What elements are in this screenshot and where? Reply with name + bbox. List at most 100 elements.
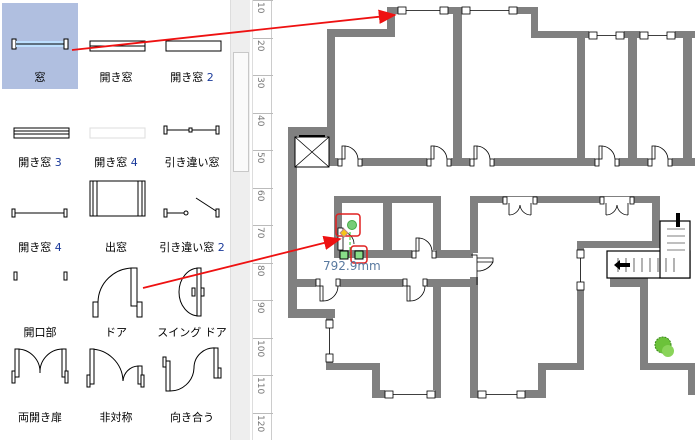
door-swing[interactable] — [477, 146, 490, 159]
door-jamb[interactable] — [533, 197, 537, 204]
door-jamb[interactable] — [316, 279, 320, 286]
double-door[interactable] — [606, 203, 628, 215]
window-frame[interactable] — [577, 282, 584, 290]
window-frame[interactable] — [427, 391, 435, 398]
palette-item-opposing-doors[interactable]: 向き合う — [154, 343, 230, 429]
window-frame[interactable] — [326, 320, 333, 328]
door-jamb[interactable] — [503, 197, 507, 204]
window-frame[interactable] — [667, 32, 675, 39]
swing-door-icon — [178, 267, 205, 317]
door-gap[interactable] — [412, 250, 436, 260]
door-jamb[interactable] — [336, 279, 340, 286]
door-leaf[interactable] — [407, 286, 410, 301]
palette-item-asymmetric-door[interactable]: 非対称 — [78, 343, 154, 429]
double-door[interactable] — [509, 203, 531, 215]
window-frame[interactable] — [616, 32, 624, 39]
elevator-door[interactable] — [299, 135, 325, 137]
palette-item-casement-window-4b[interactable]: 開き窓 4 — [2, 173, 78, 259]
door-leaf[interactable] — [342, 146, 345, 159]
side-door-swing[interactable] — [471, 255, 493, 285]
palette-scrollbar[interactable] — [230, 0, 250, 440]
door-leaf[interactable] — [652, 146, 655, 159]
door-swing[interactable] — [345, 146, 358, 159]
door-gap[interactable] — [600, 197, 634, 205]
door-jamb[interactable] — [423, 279, 427, 286]
elevator-cross[interactable] — [295, 137, 329, 167]
door-jamb[interactable] — [403, 279, 407, 286]
door-jamb[interactable] — [648, 159, 652, 166]
wall — [683, 31, 692, 165]
stair-arrow-icon[interactable] — [676, 213, 680, 227]
door-swing[interactable] — [419, 238, 432, 251]
plant-icon[interactable] — [662, 345, 674, 357]
door-leaf[interactable] — [320, 286, 323, 301]
window-frame[interactable] — [577, 250, 584, 258]
door-jamb[interactable] — [600, 197, 604, 204]
door-gap[interactable] — [427, 158, 451, 168]
window-frame[interactable] — [517, 391, 525, 398]
side-door[interactable] — [470, 254, 493, 277]
door-gap[interactable] — [503, 197, 537, 205]
door-jamb[interactable] — [338, 159, 342, 166]
stairs-upper[interactable] — [660, 221, 690, 278]
window-frame[interactable] — [478, 391, 486, 398]
door-jamb[interactable] — [630, 197, 634, 204]
window-frame[interactable] — [385, 391, 393, 398]
window-frame[interactable] — [462, 7, 470, 14]
door-swing[interactable] — [602, 146, 615, 159]
window-frame[interactable] — [509, 7, 517, 14]
wall — [288, 127, 330, 136]
palette-item-door[interactable]: ドア — [78, 258, 154, 344]
door-leaf[interactable] — [599, 146, 602, 159]
palette-item-casement-window-4[interactable]: 開き窓 4 — [78, 88, 154, 174]
door-leaf[interactable] — [416, 238, 419, 251]
window-frame[interactable] — [589, 32, 597, 39]
palette-item-opening[interactable]: 開口部 — [2, 258, 78, 344]
door-jamb[interactable] — [427, 159, 431, 166]
rotation-handle[interactable] — [348, 221, 357, 230]
door-swing[interactable] — [323, 286, 338, 301]
door-jamb[interactable] — [447, 159, 451, 166]
door-swing[interactable] — [655, 146, 668, 159]
window-frame[interactable] — [440, 7, 448, 14]
palette-item-casement-window[interactable]: 開き窓 — [78, 3, 154, 89]
palette-item-window[interactable]: 窓 — [2, 3, 78, 89]
door-gap[interactable] — [648, 158, 672, 168]
palette-item-casement-window-2[interactable]: 開き窓 2 — [154, 3, 230, 89]
door-swing[interactable] — [434, 146, 447, 159]
palette-item-sliding-window[interactable]: 引き違い窓 — [154, 88, 230, 174]
palette-item-casement-window-3[interactable]: 開き窓 3 — [2, 88, 78, 174]
door-jamb[interactable] — [595, 159, 599, 166]
door-jamb[interactable] — [490, 159, 494, 166]
door-jamb[interactable] — [412, 251, 416, 258]
control-handle[interactable] — [340, 229, 348, 237]
resize-handle-start[interactable] — [340, 251, 348, 259]
door-gap[interactable] — [595, 158, 619, 168]
palette-item-double-door[interactable]: 両開き扉 — [2, 343, 78, 429]
palette-item-bay-window[interactable]: 出窓 — [78, 173, 154, 259]
door-jamb[interactable] — [432, 251, 436, 258]
window-frame[interactable] — [640, 32, 648, 39]
door-gap[interactable] — [338, 158, 362, 168]
door-leaf[interactable] — [474, 146, 477, 159]
resize-handle-end[interactable] — [355, 251, 363, 259]
ruler-label: 10 — [255, 2, 265, 14]
door-swing[interactable] — [410, 286, 425, 301]
scrollbar-thumb[interactable] — [233, 52, 249, 172]
door-jamb[interactable] — [470, 159, 474, 166]
resize-highlight[interactable] — [351, 246, 367, 263]
door-jamb[interactable] — [668, 159, 672, 166]
door-jamb[interactable] — [615, 159, 619, 166]
wall — [688, 363, 695, 395]
door-gap[interactable] — [403, 279, 427, 287]
door-gap[interactable] — [470, 158, 494, 168]
palette-item-swing-door[interactable]: スイング ドア — [154, 258, 230, 344]
palette-item-sliding-window-2[interactable]: 引き違い窓 2 — [154, 173, 230, 259]
door-jamb[interactable] — [358, 159, 362, 166]
palette-item-label: 開き窓 — [99, 71, 133, 84]
door-leaf[interactable] — [431, 146, 434, 159]
window-frame[interactable] — [326, 354, 333, 362]
rotation-highlight[interactable] — [336, 214, 360, 236]
stair-arrow-icon[interactable] — [614, 260, 630, 270]
window-frame[interactable] — [398, 7, 406, 14]
